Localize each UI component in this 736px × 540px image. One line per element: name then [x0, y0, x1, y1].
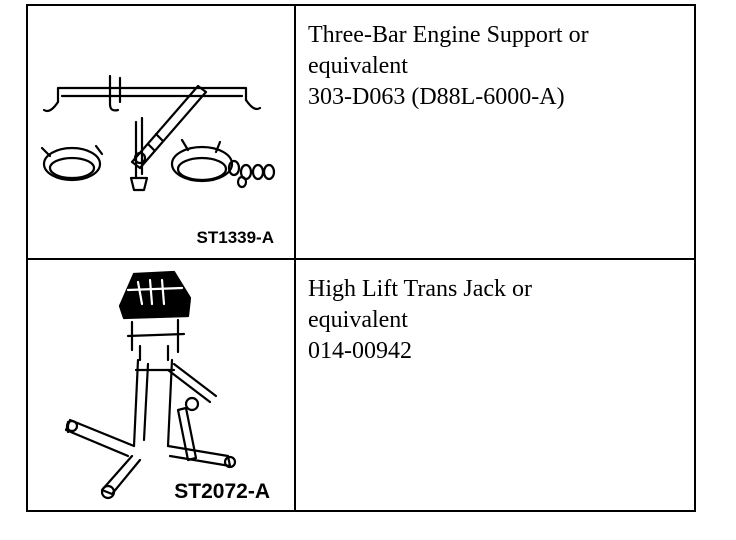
trans-jack-illustration — [64, 270, 237, 500]
tool-part-number: 014-00942 — [308, 338, 412, 364]
engine-support-illustration — [40, 74, 276, 192]
tool-illustration-cell: ST2072-A — [28, 260, 296, 510]
tool-name-line-2: equivalent — [308, 53, 408, 79]
tool-row-engine-support: ST1339-A Three-Bar Engine Support or equ… — [28, 6, 694, 260]
tool-name-line-2: equivalent — [308, 307, 408, 333]
tool-name-line-1: Three-Bar Engine Support or — [308, 22, 589, 48]
tool-description-cell: High Lift Trans Jack or equivalent 014-0… — [298, 260, 694, 510]
tool-illustration-cell: ST1339-A — [28, 6, 296, 258]
tool-row-trans-jack: ST2072-A High Lift Trans Jack or equival… — [28, 260, 694, 510]
tool-part-number: 303-D063 (D88L-6000-A) — [308, 84, 565, 110]
tool-description-cell: Three-Bar Engine Support or equivalent 3… — [298, 6, 694, 258]
illustration-ref-code: ST1339-A — [196, 228, 274, 247]
illustration-ref-code: ST2072-A — [174, 480, 270, 503]
special-tools-table: ST1339-A Three-Bar Engine Support or equ… — [26, 4, 696, 512]
tool-name-line-1: High Lift Trans Jack or — [308, 276, 532, 302]
